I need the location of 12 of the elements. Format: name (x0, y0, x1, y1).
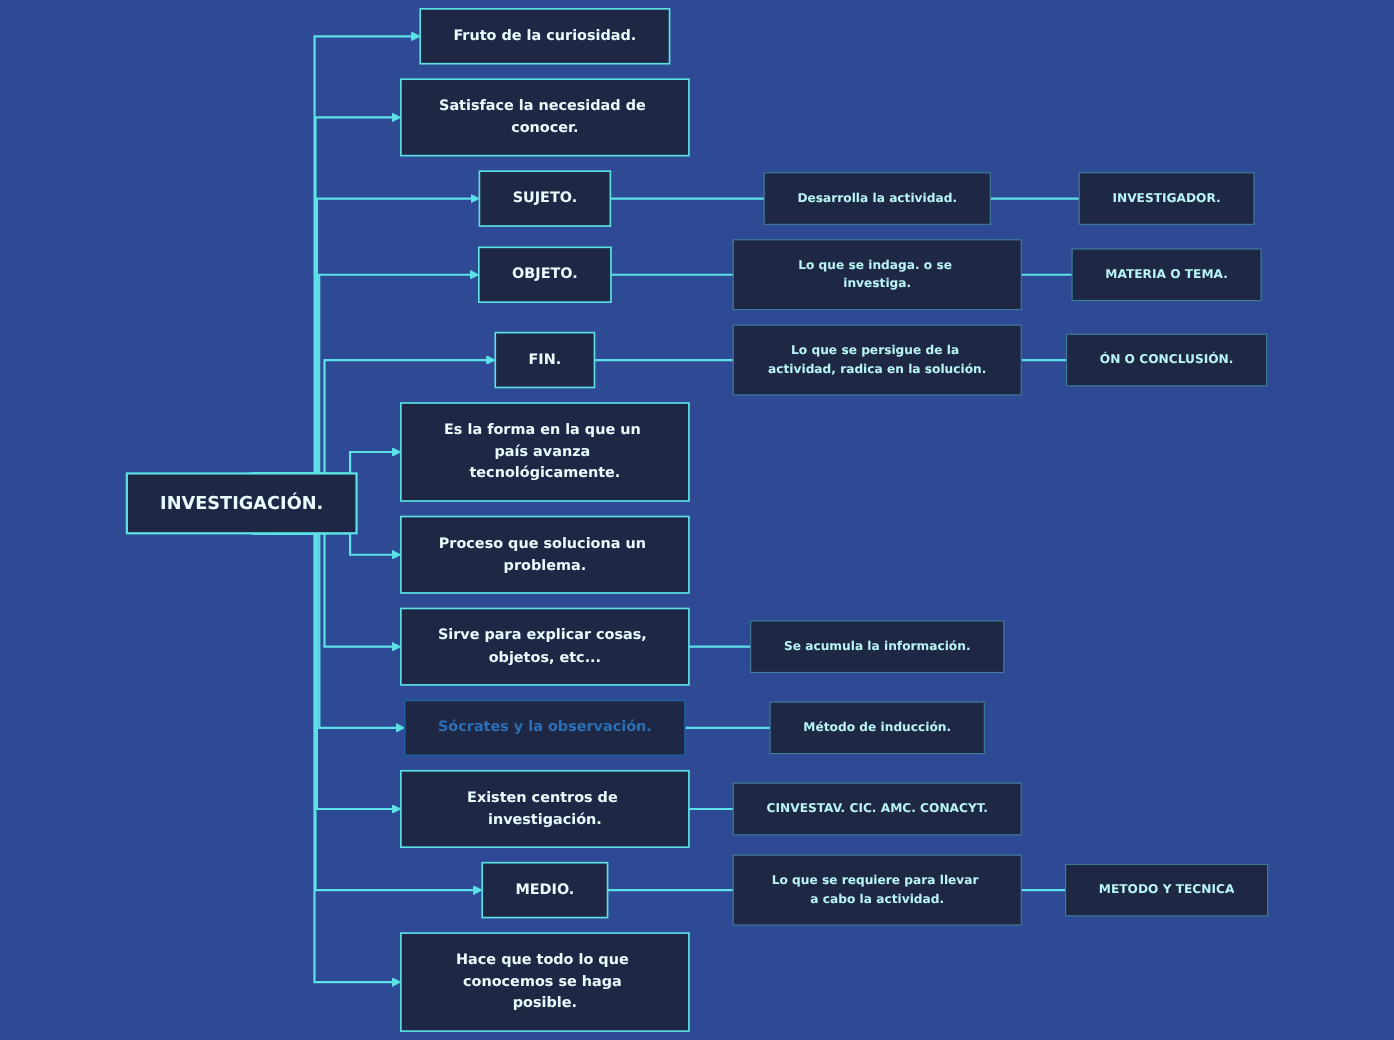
node-box: INVESTIGACIÓN. (125, 472, 358, 535)
connector (610, 197, 764, 200)
connector (684, 726, 770, 729)
connector (594, 358, 733, 362)
connector (990, 197, 1079, 200)
connector (688, 807, 734, 811)
connector (1021, 889, 1066, 892)
connector (688, 645, 751, 648)
connector (1021, 358, 1067, 362)
connector (610, 273, 733, 276)
connector (607, 889, 733, 892)
connector (1021, 273, 1072, 276)
